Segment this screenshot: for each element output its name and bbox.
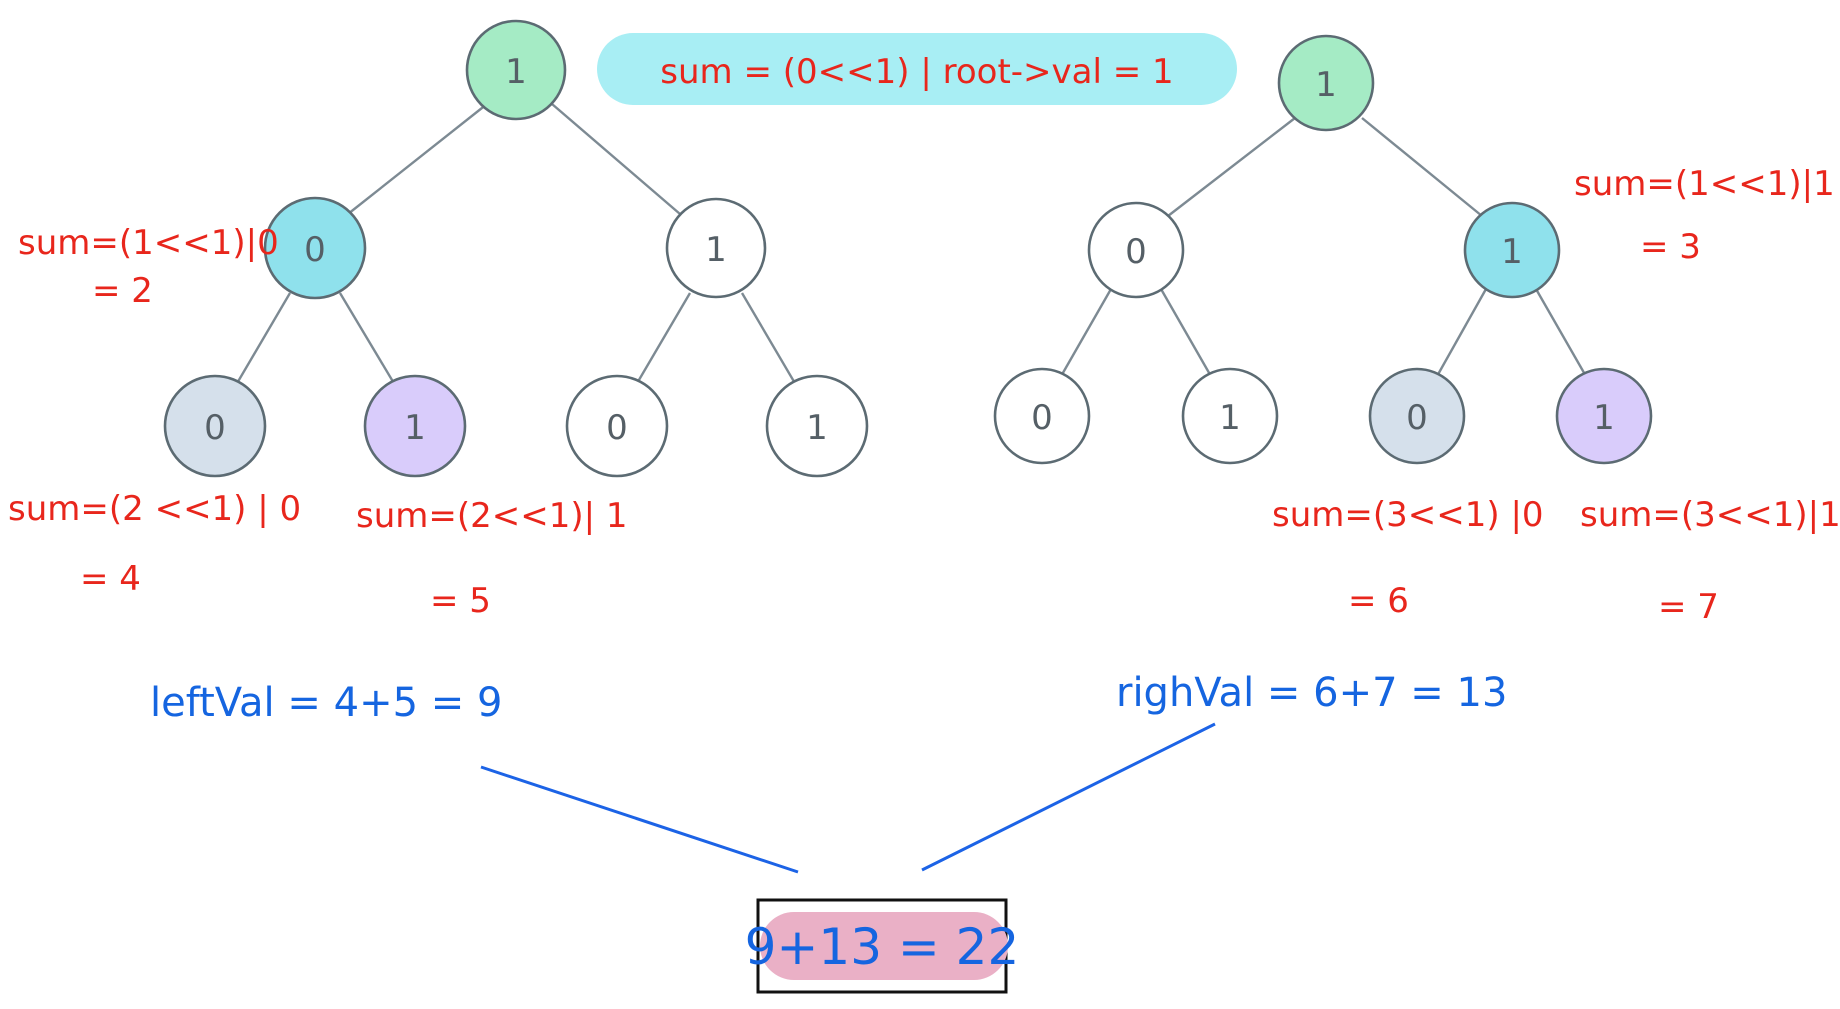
- tree-node: 1: [765, 374, 869, 478]
- tree-node: 0: [263, 196, 367, 300]
- edge: [338, 292, 397, 386]
- right-leaf1-result: = 7: [1658, 587, 1719, 627]
- node-value: 0: [606, 408, 628, 448]
- node-circle: [263, 196, 367, 300]
- right-connector-line: [921, 722, 1216, 872]
- left-leaf1-result: = 5: [430, 581, 491, 621]
- node-circle: [765, 374, 869, 478]
- right-leaf1-sum: sum=(3<<1)|1: [1580, 495, 1840, 535]
- edge: [551, 103, 681, 215]
- edge: [234, 292, 292, 386]
- node-value: 1: [705, 230, 727, 270]
- edge: [1361, 117, 1483, 217]
- right-leaf0-result: = 6: [1348, 581, 1409, 621]
- tree-node: 0: [1368, 367, 1466, 465]
- left-leaf0-sum: sum=(2 <<1) | 0: [8, 489, 301, 529]
- tree-node: 0: [163, 374, 267, 478]
- node-value: 1: [505, 52, 527, 92]
- edge: [1058, 288, 1113, 379]
- node-value: 1: [806, 408, 828, 448]
- total-label: 9+13 = 22: [745, 918, 1020, 976]
- node-value: 1: [1315, 65, 1337, 105]
- node-circle: [565, 374, 669, 478]
- node-value: 0: [1031, 398, 1053, 438]
- edge: [740, 292, 798, 386]
- node-circle: [665, 197, 767, 299]
- node-circle: [465, 19, 567, 121]
- left-connector-line: [480, 765, 799, 874]
- right-tree-edges: [1058, 117, 1589, 379]
- node-value: 0: [204, 408, 226, 448]
- tree-node: 1: [665, 197, 767, 299]
- node-value: 0: [1406, 398, 1428, 438]
- node-value: 1: [1593, 398, 1615, 438]
- tree-node: 1: [1277, 34, 1375, 132]
- right-leaf0-sum: sum=(3<<1) |0: [1272, 495, 1544, 535]
- right-mid-sum: sum=(1<<1)|1: [1574, 164, 1835, 204]
- edge: [1159, 288, 1214, 379]
- node-value: 1: [1501, 232, 1523, 272]
- node-value: 0: [304, 230, 326, 270]
- node-circle: [1555, 367, 1653, 465]
- tree-node: 0: [565, 374, 669, 478]
- edge: [634, 292, 692, 386]
- root-sum-label: sum = (0<<1) | root->val = 1: [660, 52, 1173, 92]
- left-leaf1-sum: sum=(2<<1)| 1: [356, 496, 628, 536]
- right-tree: 1 0 1 0 1 0 1: [993, 34, 1653, 465]
- edge: [347, 103, 488, 215]
- right-val-label: righVal = 6+7 = 13: [1116, 670, 1507, 716]
- tree-node: 1: [363, 374, 467, 478]
- left-tree-edges: [234, 103, 798, 386]
- right-mid-result: = 3: [1640, 227, 1701, 267]
- edge: [1434, 288, 1488, 379]
- tree-node: 0: [1087, 201, 1185, 299]
- root-sum-banner: [597, 33, 1237, 105]
- node-value: 1: [404, 408, 426, 448]
- edge: [1167, 117, 1296, 217]
- total-highlight: [760, 912, 1008, 980]
- tree-node: 1: [1463, 201, 1561, 299]
- edge: [1534, 288, 1589, 379]
- node-circle: [993, 367, 1091, 465]
- node-circle: [1277, 34, 1375, 132]
- node-value: 1: [1219, 398, 1241, 438]
- tree-node: 1: [465, 19, 567, 121]
- node-circle: [1463, 201, 1561, 299]
- tree-node: 0: [993, 367, 1091, 465]
- tree-node: 1: [1181, 367, 1279, 465]
- tree-node: 1: [1555, 367, 1653, 465]
- left-tree: 1 0 1 0 1 0 1: [163, 19, 869, 478]
- left-mid-result: = 2: [92, 271, 153, 311]
- node-circle: [363, 374, 467, 478]
- node-value: 0: [1125, 232, 1147, 272]
- node-circle: [1181, 367, 1279, 465]
- node-circle: [1087, 201, 1185, 299]
- left-leaf0-result: = 4: [80, 559, 141, 599]
- node-circle: [163, 374, 267, 478]
- left-mid-sum: sum=(1<<1)|0: [18, 223, 279, 263]
- left-val-label: leftVal = 4+5 = 9: [150, 680, 502, 726]
- node-circle: [1368, 367, 1466, 465]
